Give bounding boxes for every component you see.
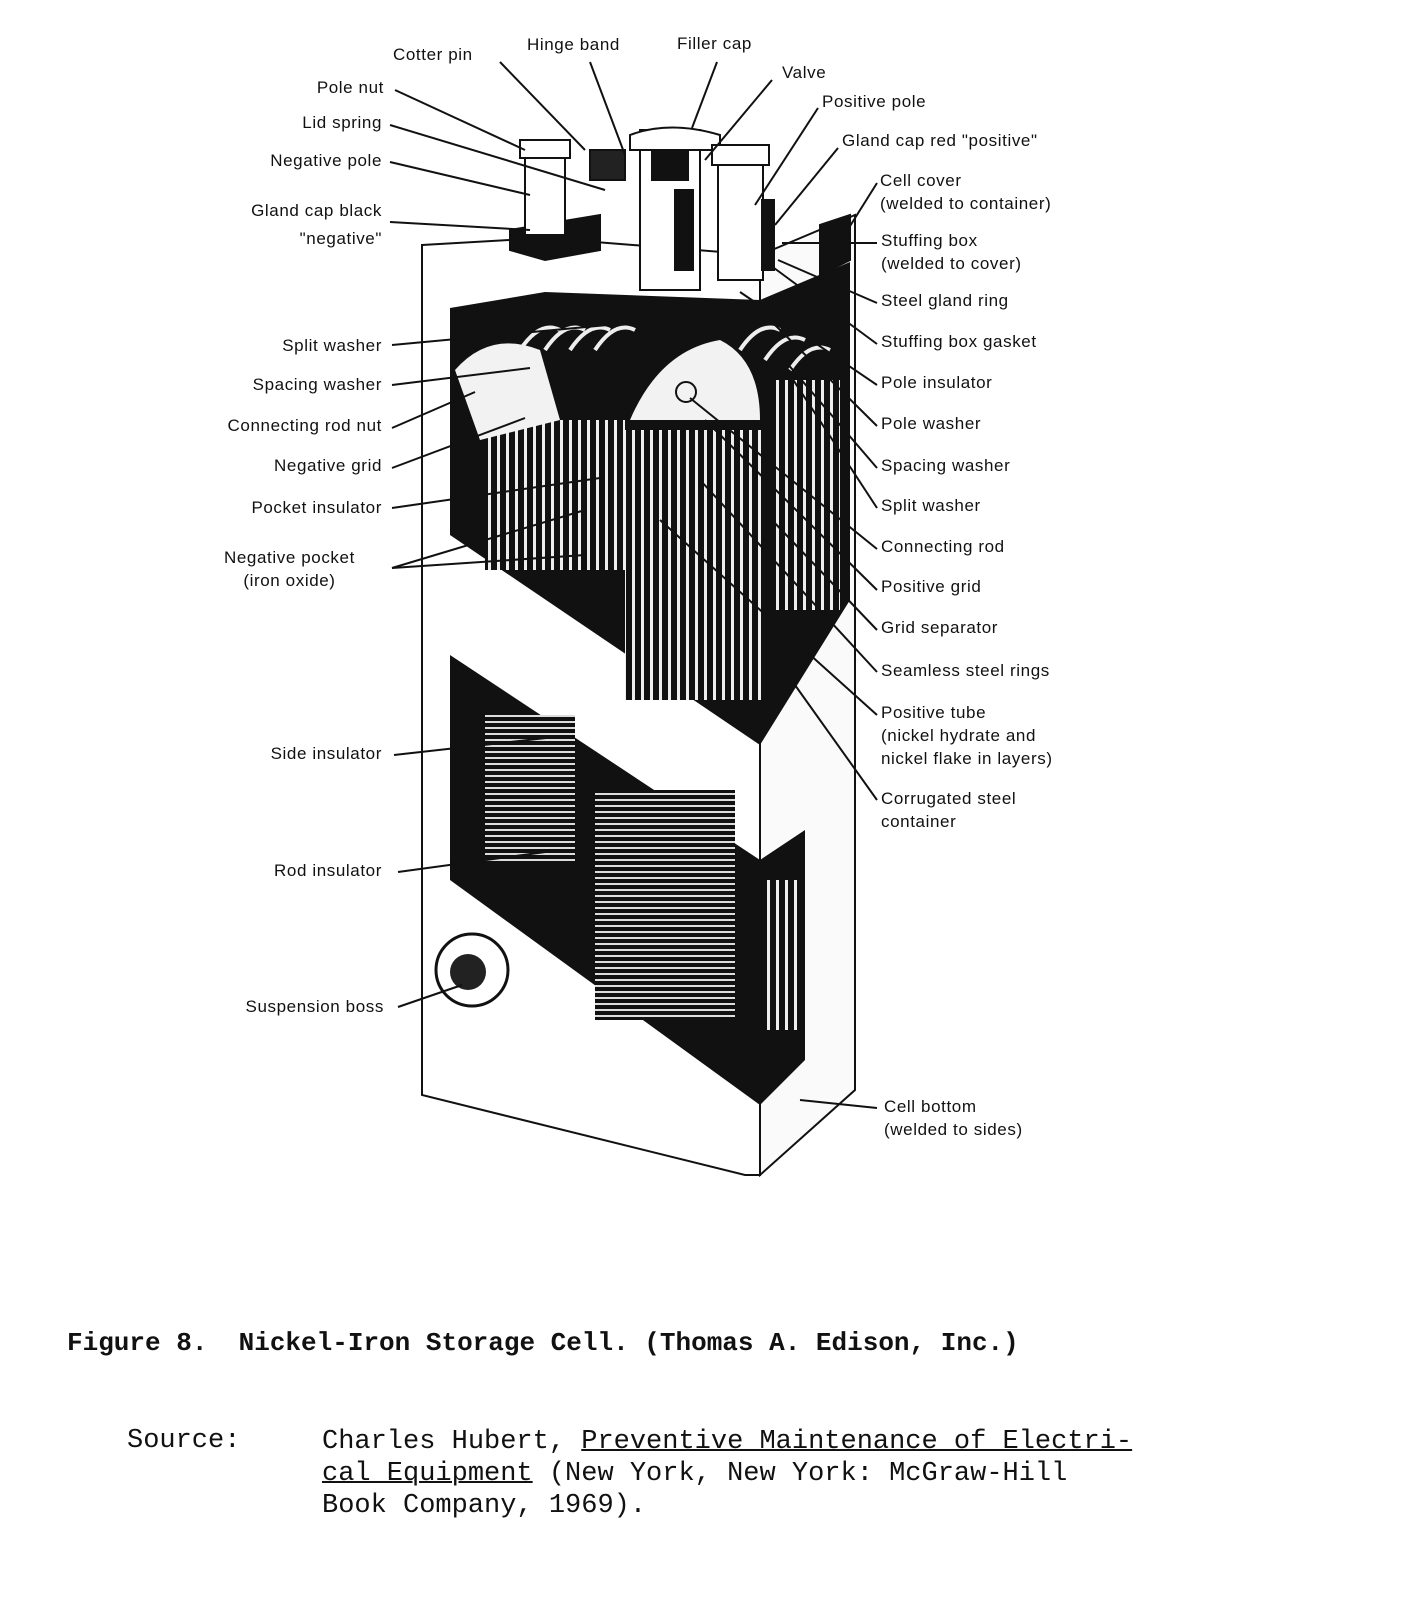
label-negative-pocket-line2: (iron oxide) xyxy=(243,571,336,590)
label-spacing-washer-left: Spacing washer xyxy=(252,375,382,394)
label-negative-pocket-line1: Negative pocket xyxy=(224,548,355,567)
label-connecting-rod: Connecting rod xyxy=(881,537,1005,556)
label-cell-cover: Cell cover (welded to container) xyxy=(880,169,1051,215)
label-split-washer-right: Split washer xyxy=(881,496,981,515)
label-stuffing-box: Stuffing box (welded to cover) xyxy=(881,229,1022,275)
label-positive-tube: Positive tube (nickel hydrate and nickel… xyxy=(881,701,1053,770)
label-negative-pocket: Negative pocket (iron oxide) xyxy=(224,546,355,592)
label-cell-cover-line2: (welded to container) xyxy=(880,194,1052,213)
figure-caption: Figure 8. Nickel-Iron Storage Cell. (Tho… xyxy=(67,1328,1019,1358)
source-citation: Charles Hubert, Preventive Maintenance o… xyxy=(322,1426,1132,1522)
source-author: Charles Hubert, xyxy=(322,1427,582,1457)
label-cell-bottom: Cell bottom (welded to sides) xyxy=(884,1095,1023,1141)
label-valve: Valve xyxy=(782,63,827,82)
upper-cutaway xyxy=(450,262,850,745)
label-cell-cover-line1: Cell cover xyxy=(880,171,962,190)
label-grid-separator: Grid separator xyxy=(881,618,999,637)
label-suspension-boss: Suspension boss xyxy=(245,997,384,1016)
source-publisher-year: Book Company, 1969). xyxy=(322,1491,647,1521)
label-seamless-steel-rings: Seamless steel rings xyxy=(881,661,1050,680)
label-corrugated-steel-container: Corrugated steel container xyxy=(881,787,1016,833)
label-stuffing-box-gasket: Stuffing box gasket xyxy=(881,332,1037,351)
label-hinge-band: Hinge band xyxy=(527,35,620,54)
label-positive-grid: Positive grid xyxy=(881,577,982,596)
label-positive-pole: Positive pole xyxy=(822,92,927,111)
label-side-insulator: Side insulator xyxy=(270,744,382,763)
label-positive-tube-line2: (nickel hydrate and xyxy=(881,726,1037,745)
source-book-title-part2: cal Equipment xyxy=(322,1459,533,1489)
top-hardware xyxy=(509,126,775,291)
label-gland-cap-black: Gland cap black "negative" xyxy=(251,199,382,250)
label-stuffing-box-line1: Stuffing box xyxy=(881,231,978,250)
label-cell-bottom-line2: (welded to sides) xyxy=(884,1120,1023,1139)
leader-lines xyxy=(389,61,878,1109)
lower-cutaway xyxy=(450,655,805,1105)
label-steel-gland-ring: Steel gland ring xyxy=(881,291,1009,310)
label-positive-tube-line1: Positive tube xyxy=(881,703,987,722)
label-lid-spring: Lid spring xyxy=(302,113,382,132)
label-gland-cap-black-line1: Gland cap black xyxy=(251,201,382,220)
suspension-boss xyxy=(434,932,510,1008)
label-rod-insulator: Rod insulator xyxy=(274,861,382,880)
label-negative-pole: Negative pole xyxy=(270,151,382,170)
source-publisher: (New York, New York: McGraw-Hill xyxy=(532,1459,1068,1489)
label-filler-cap: Filler cap xyxy=(677,34,752,53)
label-pole-washer: Pole washer xyxy=(881,414,982,433)
label-negative-grid: Negative grid xyxy=(274,456,382,475)
label-pole-insulator: Pole insulator xyxy=(881,373,993,392)
label-pocket-insulator: Pocket insulator xyxy=(251,498,382,517)
label-cell-bottom-line1: Cell bottom xyxy=(884,1097,977,1116)
label-positive-tube-line3: nickel flake in layers) xyxy=(881,749,1053,768)
label-split-washer-left: Split washer xyxy=(282,336,382,355)
label-pole-nut: Pole nut xyxy=(316,78,384,97)
label-corrugated-line1: Corrugated steel xyxy=(881,789,1017,808)
label-connecting-rod-nut: Connecting rod nut xyxy=(227,416,382,435)
label-spacing-washer-right: Spacing washer xyxy=(881,456,1011,475)
source-book-title-part1: Preventive Maintenance of Electri- xyxy=(581,1427,1133,1457)
label-gland-cap-red: Gland cap red "positive" xyxy=(842,131,1038,150)
label-stuffing-box-line2: (welded to cover) xyxy=(881,254,1022,273)
label-cotter-pin: Cotter pin xyxy=(393,45,473,64)
label-gland-cap-black-line2: "negative" xyxy=(299,229,382,248)
label-corrugated-line2: container xyxy=(881,812,957,831)
source-label: Source: xyxy=(127,1426,241,1456)
